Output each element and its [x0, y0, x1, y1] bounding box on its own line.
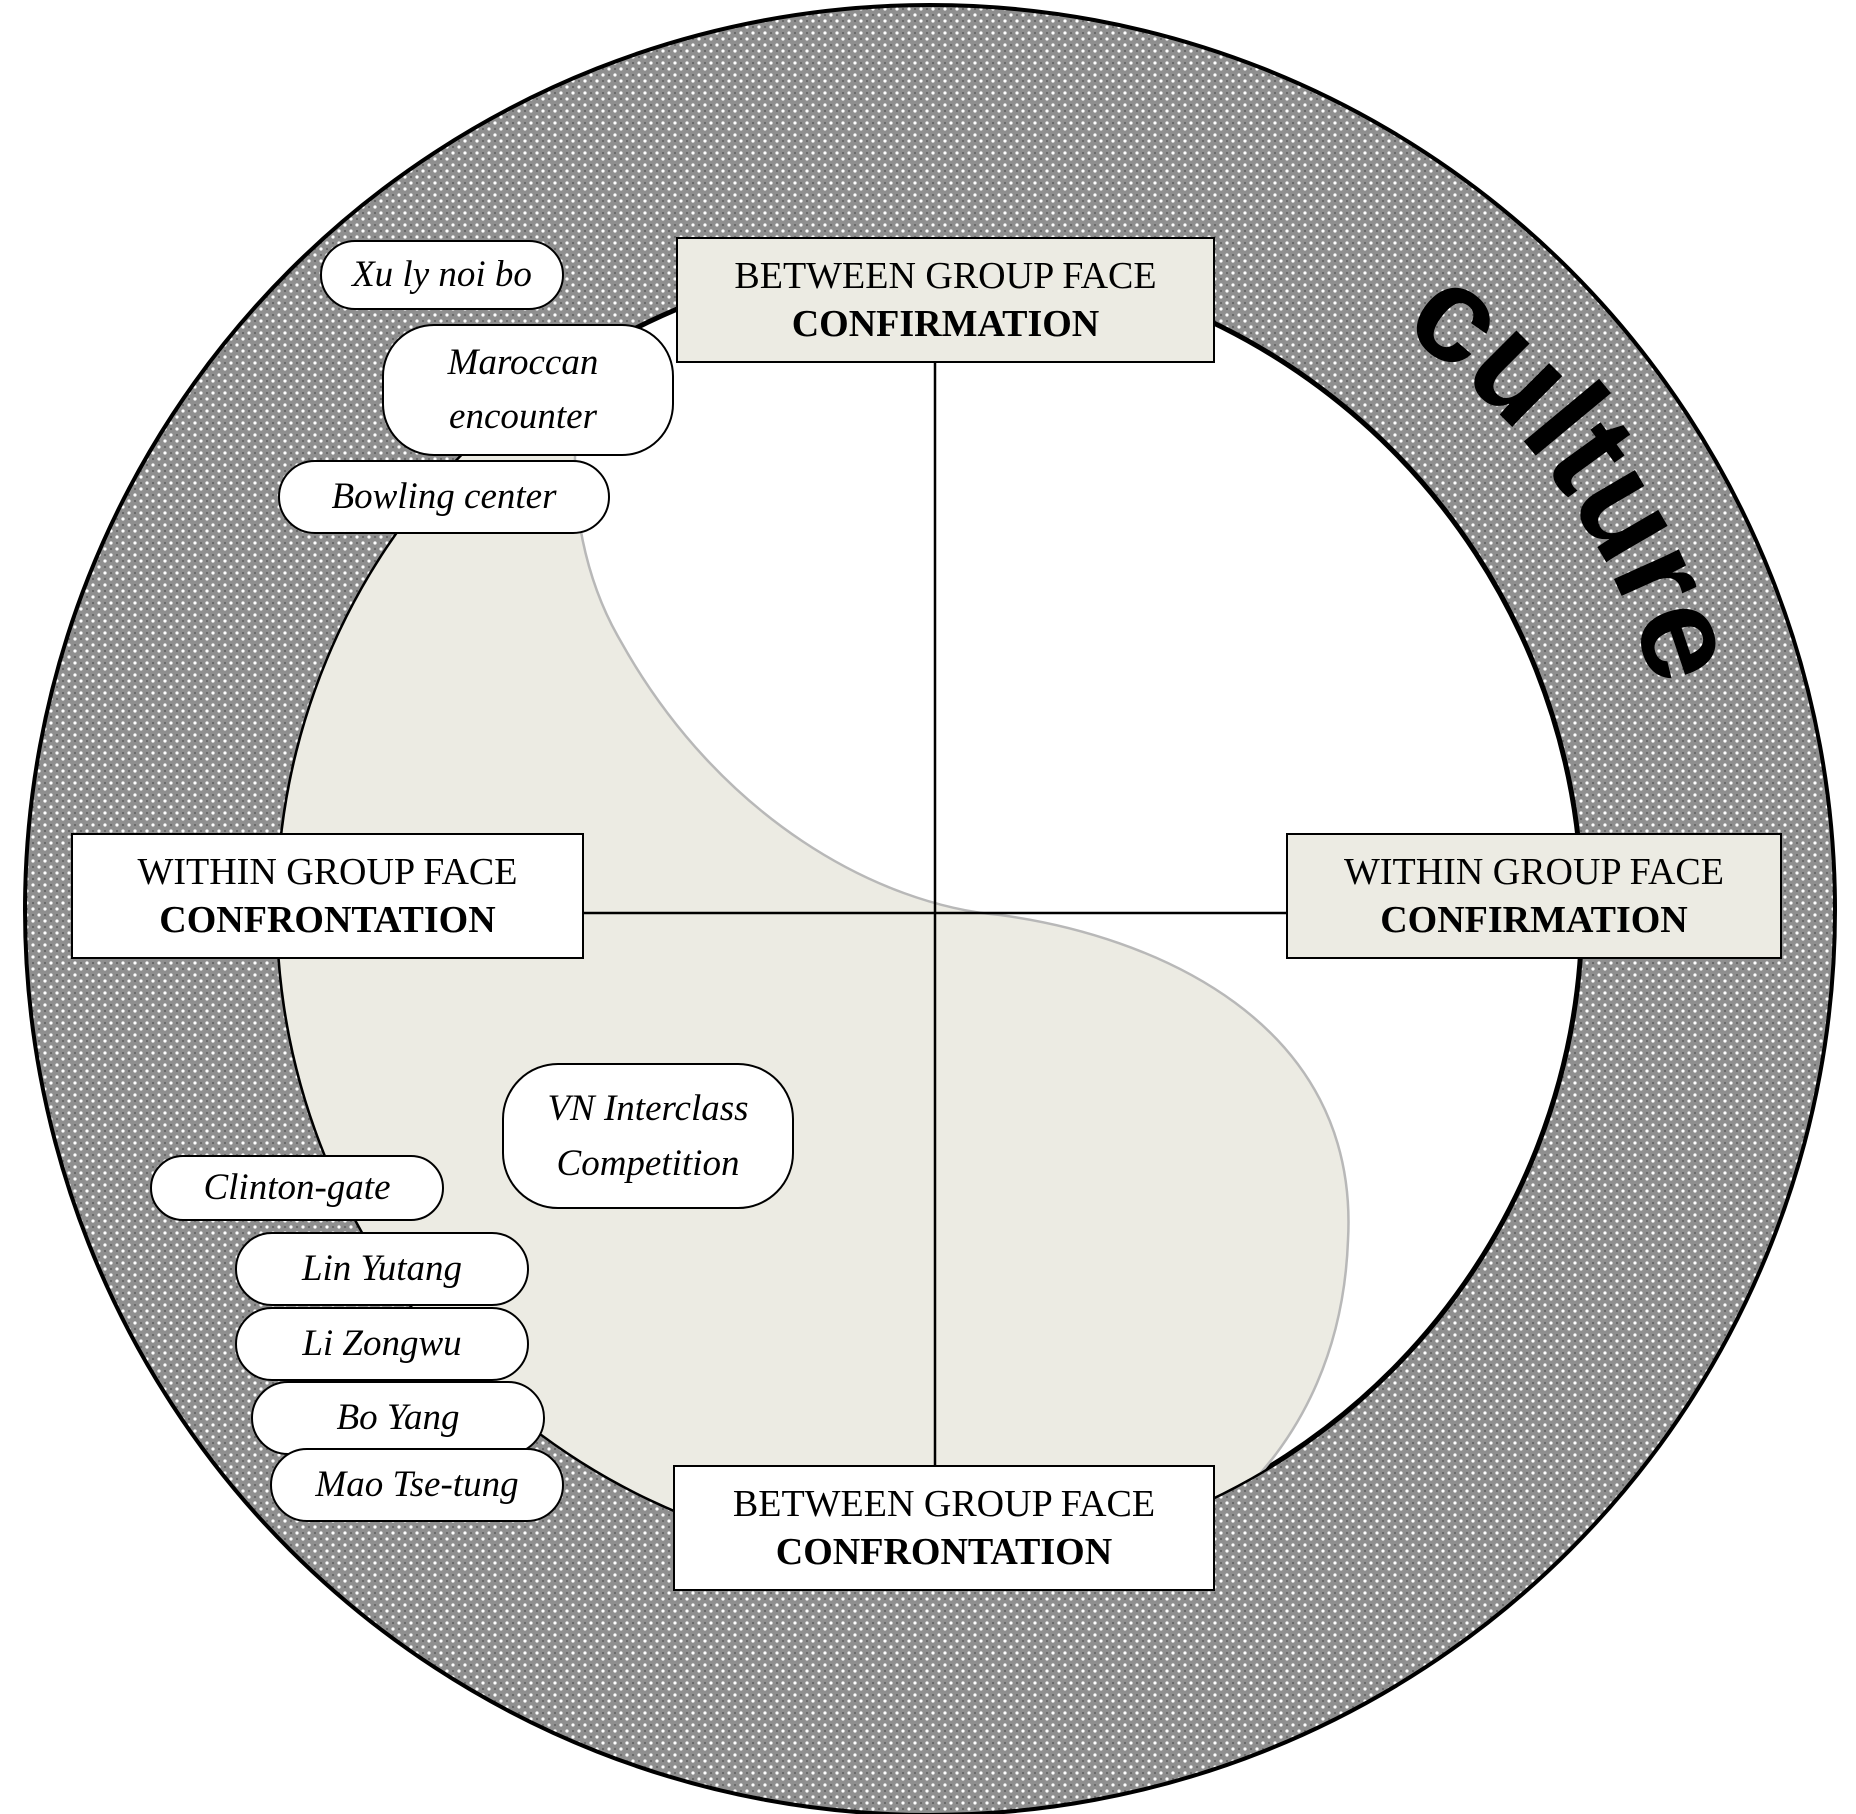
box-heading: WITHIN GROUP FACE [137, 851, 518, 893]
between-group-confirmation-box: BETWEEN GROUP FACE CONFIRMATION [676, 237, 1215, 363]
box-subheading: CONFRONTATION [775, 1531, 1113, 1573]
box-subheading: CONFIRMATION [791, 303, 1100, 345]
swirl-boundary-curve [573, 283, 1350, 1562]
case-vn-interclass-competition: VN Interclass Competition [502, 1063, 794, 1209]
case-li-zongwu: Li Zongwu [235, 1307, 529, 1381]
case-bowling-center: Bowling center [278, 460, 610, 534]
box-subheading: CONFIRMATION [1380, 899, 1688, 941]
between-group-confrontation-box: BETWEEN GROUP FACE CONFRONTATION [673, 1465, 1215, 1591]
within-group-confirmation-box: WITHIN GROUP FACE CONFIRMATION [1286, 833, 1782, 959]
box-subheading: CONFRONTATION [159, 899, 496, 941]
case-maroccan-encounter: Maroccan encounter [382, 324, 674, 456]
case-xu-ly-noi-bo: Xu ly noi bo [320, 240, 564, 310]
box-heading: BETWEEN GROUP FACE [734, 255, 1157, 297]
box-heading: BETWEEN GROUP FACE [732, 1483, 1156, 1525]
within-group-confrontation-box: WITHIN GROUP FACE CONFRONTATION [71, 833, 584, 959]
case-bo-yang: Bo Yang [251, 1381, 545, 1455]
box-heading: WITHIN GROUP FACE [1344, 851, 1724, 893]
case-mao-tse-tung: Mao Tse-tung [270, 1448, 564, 1522]
case-clinton-gate: Clinton-gate [150, 1155, 444, 1221]
case-lin-yutang: Lin Yutang [235, 1232, 529, 1306]
